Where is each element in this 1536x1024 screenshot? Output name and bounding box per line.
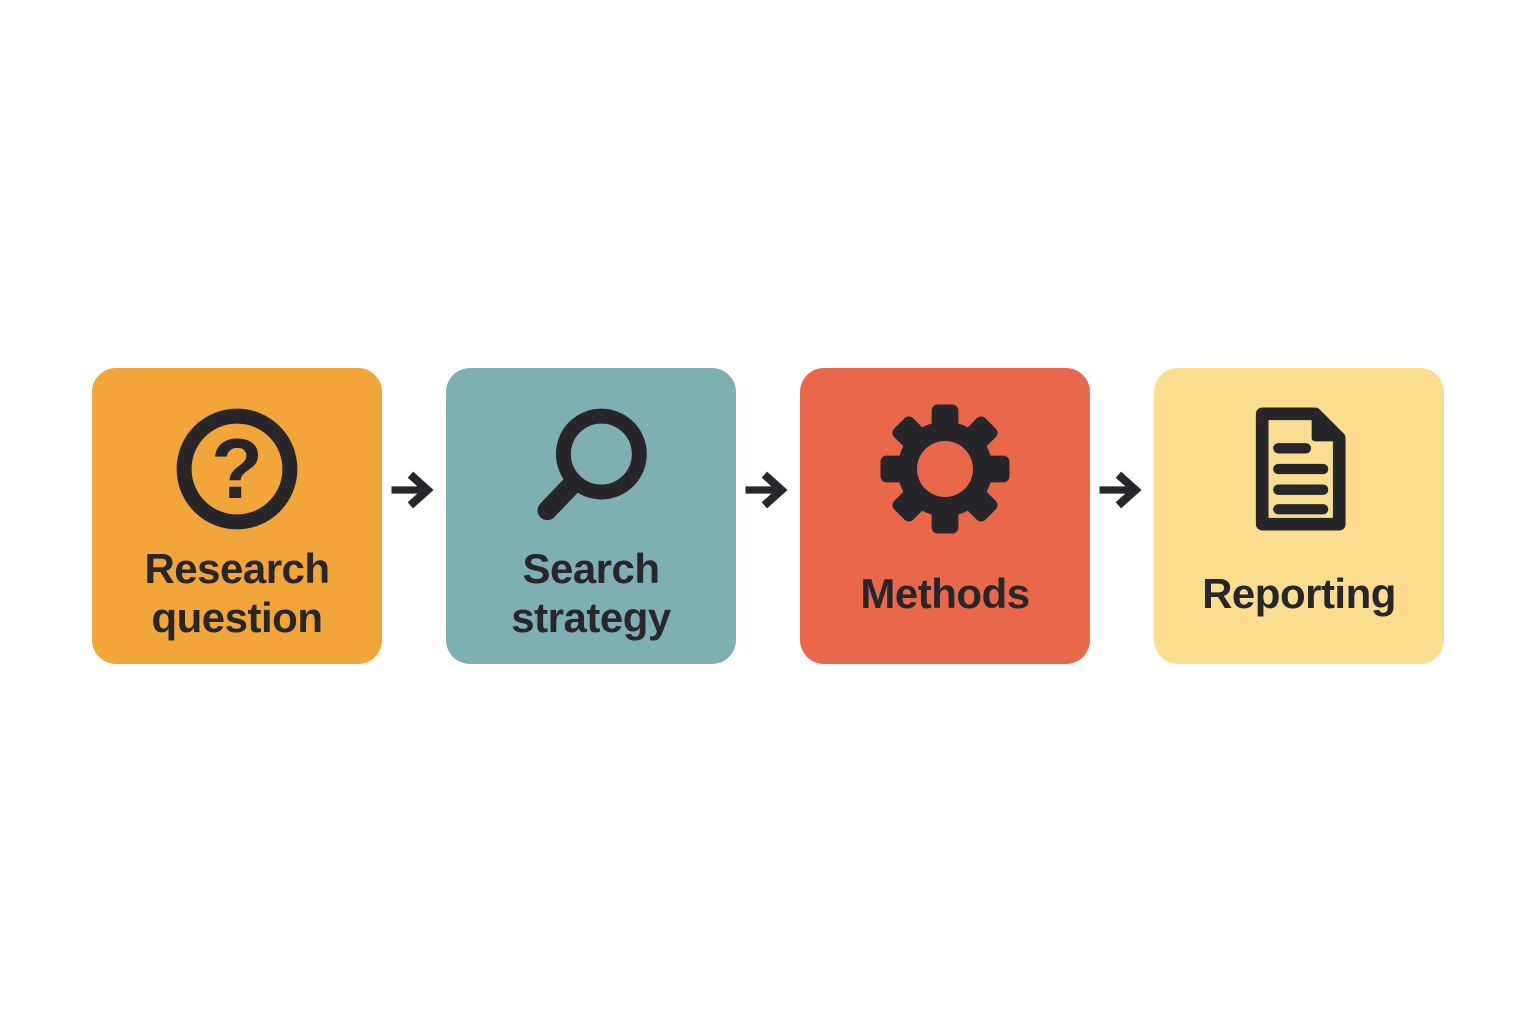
step-label: Reporting <box>1202 569 1396 617</box>
flow-arrow-icon <box>1090 468 1154 512</box>
document-icon <box>1230 398 1368 540</box>
flow-arrow-icon <box>382 468 446 512</box>
step-card-search-strategy: Search strategy <box>446 368 736 664</box>
search-icon <box>522 398 660 540</box>
step-label: Search strategy <box>511 545 671 641</box>
step-label: Research question <box>144 545 330 641</box>
process-flow-row: ? Research question Search strategy <box>0 368 1536 664</box>
flow-arrow-icon <box>736 468 800 512</box>
step-card-methods: Methods <box>800 368 1090 664</box>
gear-icon <box>872 398 1018 540</box>
step-card-research-question: ? Research question <box>92 368 382 664</box>
step-card-reporting: Reporting <box>1154 368 1444 664</box>
svg-text:?: ? <box>211 422 263 517</box>
step-label: Methods <box>860 569 1030 617</box>
question-circle-icon: ? <box>168 398 306 540</box>
